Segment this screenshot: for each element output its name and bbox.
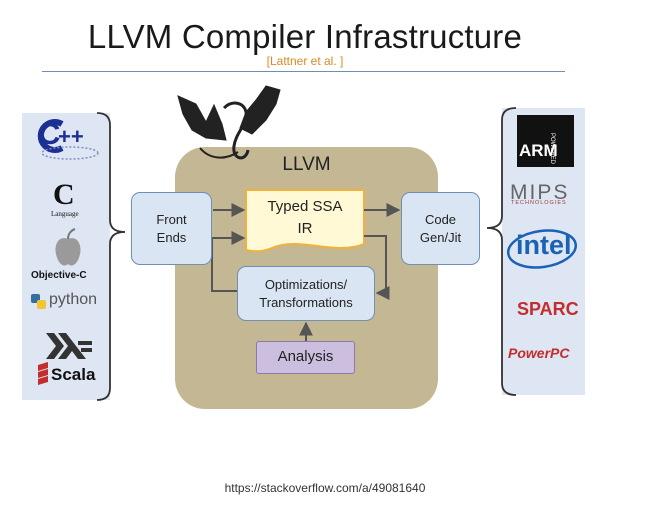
haskell-icon	[46, 333, 92, 359]
cpp-logo-plus: ++	[58, 124, 84, 149]
source-link[interactable]: https://stackoverflow.com/a/49081640	[224, 481, 426, 495]
intel-label: intel	[516, 230, 572, 260]
objective-c-label: Objective-C	[31, 270, 87, 281]
sparc-label: SPARC	[517, 299, 579, 319]
front-ends-node: Front Ends	[131, 192, 212, 265]
cpp-logo-c: C	[38, 116, 61, 151]
code-gen-node: Code Gen/Jit	[401, 192, 480, 265]
optimizations-node: Optimizations/ Transformations	[237, 266, 375, 321]
analysis-node: Analysis	[256, 341, 355, 374]
typed-ssa-label: Typed SSA IR	[267, 198, 343, 237]
arm-logo-box	[517, 115, 574, 167]
c-language-logo: C	[53, 178, 75, 211]
optimizations-label: Optimizations/ Transformations	[259, 276, 353, 310]
llvm-dragon-icon	[177, 85, 281, 160]
page-title: LLVM Compiler Infrastructure	[87, 18, 523, 55]
mips-tag: TECHNOLOGIES	[511, 200, 567, 206]
code-gen-label: Code Gen/Jit	[419, 211, 462, 245]
apple-icon	[55, 228, 81, 266]
analysis-label: Analysis	[277, 348, 334, 366]
title-divider	[42, 71, 565, 72]
intel-swoosh	[506, 229, 578, 269]
scala-label: Scala	[51, 365, 96, 384]
scala-icon	[38, 362, 48, 385]
powerpc-label: PowerPC	[508, 345, 570, 361]
cpp-logo-icon	[37, 119, 99, 160]
python-icon	[31, 294, 46, 309]
left-bracket	[96, 112, 126, 401]
python-label: python	[49, 291, 98, 308]
c-language-caption: Language	[51, 210, 79, 218]
mips-label: MIPS	[510, 181, 570, 204]
right-bracket	[486, 107, 517, 396]
arm-label: ARM	[519, 141, 558, 160]
front-ends-label: Front Ends	[156, 211, 187, 245]
llvm-label: LLVM	[282, 154, 331, 175]
citation: [Lattner et al. ]	[266, 54, 344, 68]
arm-tag: POWERED	[549, 133, 555, 165]
typed-ssa-document	[245, 189, 365, 253]
